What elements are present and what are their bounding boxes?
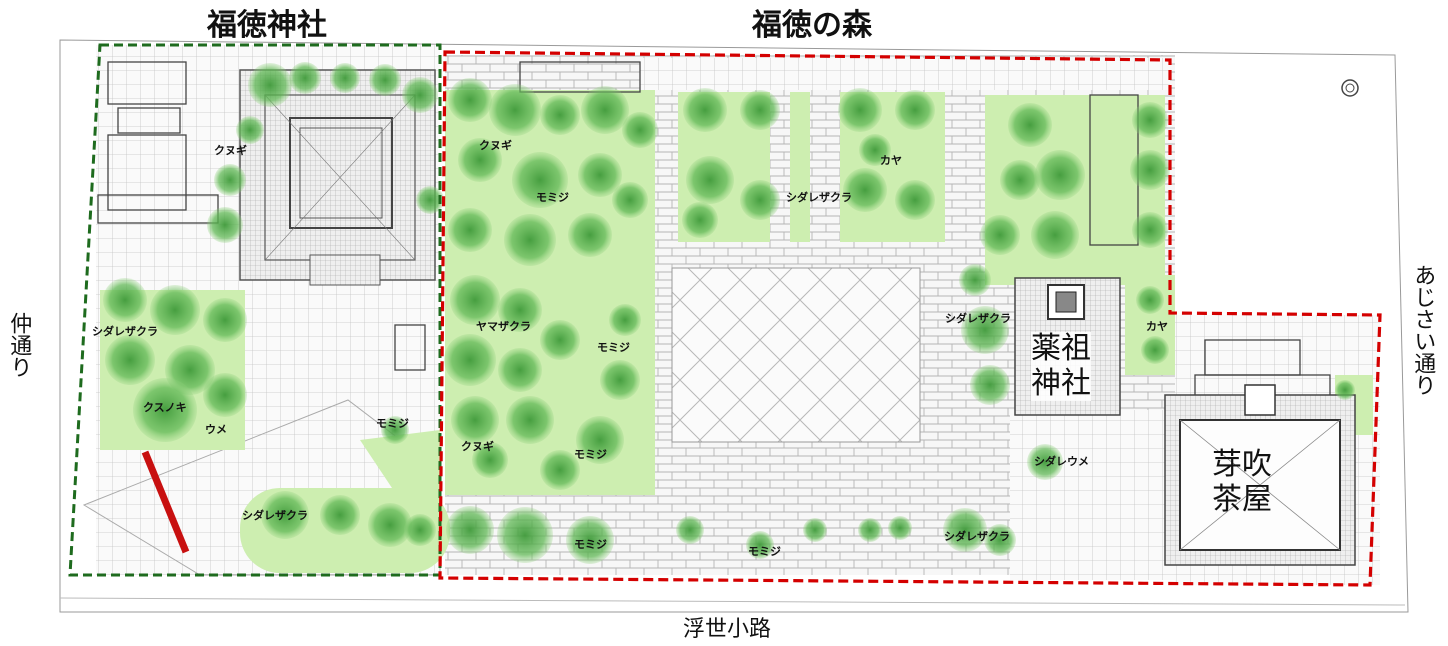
street-left-label: 仲通り <box>6 312 32 378</box>
tree-label-shidareume: シダレウメ <box>1034 455 1089 468</box>
tree-label-kunugi-1: クヌギ <box>214 144 247 157</box>
shrine-title: 福徳神社 <box>207 8 327 43</box>
tree-label-momiji-6: モミジ <box>748 545 781 558</box>
tree-label-ume: ウメ <box>205 423 227 436</box>
street-bottom-label: 浮世小路 <box>683 617 772 642</box>
forest-boundary <box>438 50 1382 587</box>
yakuso-shrine-label: 薬祖 神社 <box>1031 331 1091 401</box>
tree-label-momiji-3: モミジ <box>597 341 630 354</box>
yakuso-line-2: 神社 <box>1031 365 1091 401</box>
tree-label-shidarezakura-4: シダレザクラ <box>944 530 1010 543</box>
teahouse-structure <box>1164 384 1356 566</box>
red-marker <box>141 450 190 554</box>
yakuso-line-1: 薬祖 <box>1031 331 1091 366</box>
tree-label-yamazakura: ヤマザクラ <box>476 320 531 333</box>
tree-label-momiji-5: モミジ <box>574 538 607 551</box>
tree-label-kaya-1: カヤ <box>880 154 902 167</box>
forest-title: 福徳の森 <box>752 8 872 43</box>
tree-label-kaya-2: カヤ <box>1146 320 1168 333</box>
teahouse-line-2: 茶屋 <box>1212 481 1272 517</box>
tree-label-shidarezakura-5: シダレザクラ <box>945 312 1011 325</box>
tree-label-shidarezakura-1: シダレザクラ <box>92 325 158 338</box>
tree-label-momiji-4: モミジ <box>574 448 607 461</box>
teahouse-line-1: 芽吹 <box>1212 447 1272 482</box>
tree-label-kunugi-3: クヌギ <box>461 440 494 453</box>
tree-label-shidarezakura-2: シダレザクラ <box>242 509 308 522</box>
tree-label-kunugi-2: クヌギ <box>479 139 512 152</box>
tree-canopies <box>103 62 1355 564</box>
street-right-label: あじさい通り <box>1410 264 1436 396</box>
well-symbol <box>1341 79 1359 97</box>
tree-label-momiji-2: モミジ <box>536 191 569 204</box>
shrine-main-hall <box>239 69 436 286</box>
tree-label-momiji-1: モミジ <box>376 417 409 430</box>
tree-label-kusunoki: クスノキ <box>143 401 187 414</box>
tree-label-shidarezakura-3: シダレザクラ <box>786 191 852 204</box>
teahouse-label: 芽吹 茶屋 <box>1212 447 1272 517</box>
